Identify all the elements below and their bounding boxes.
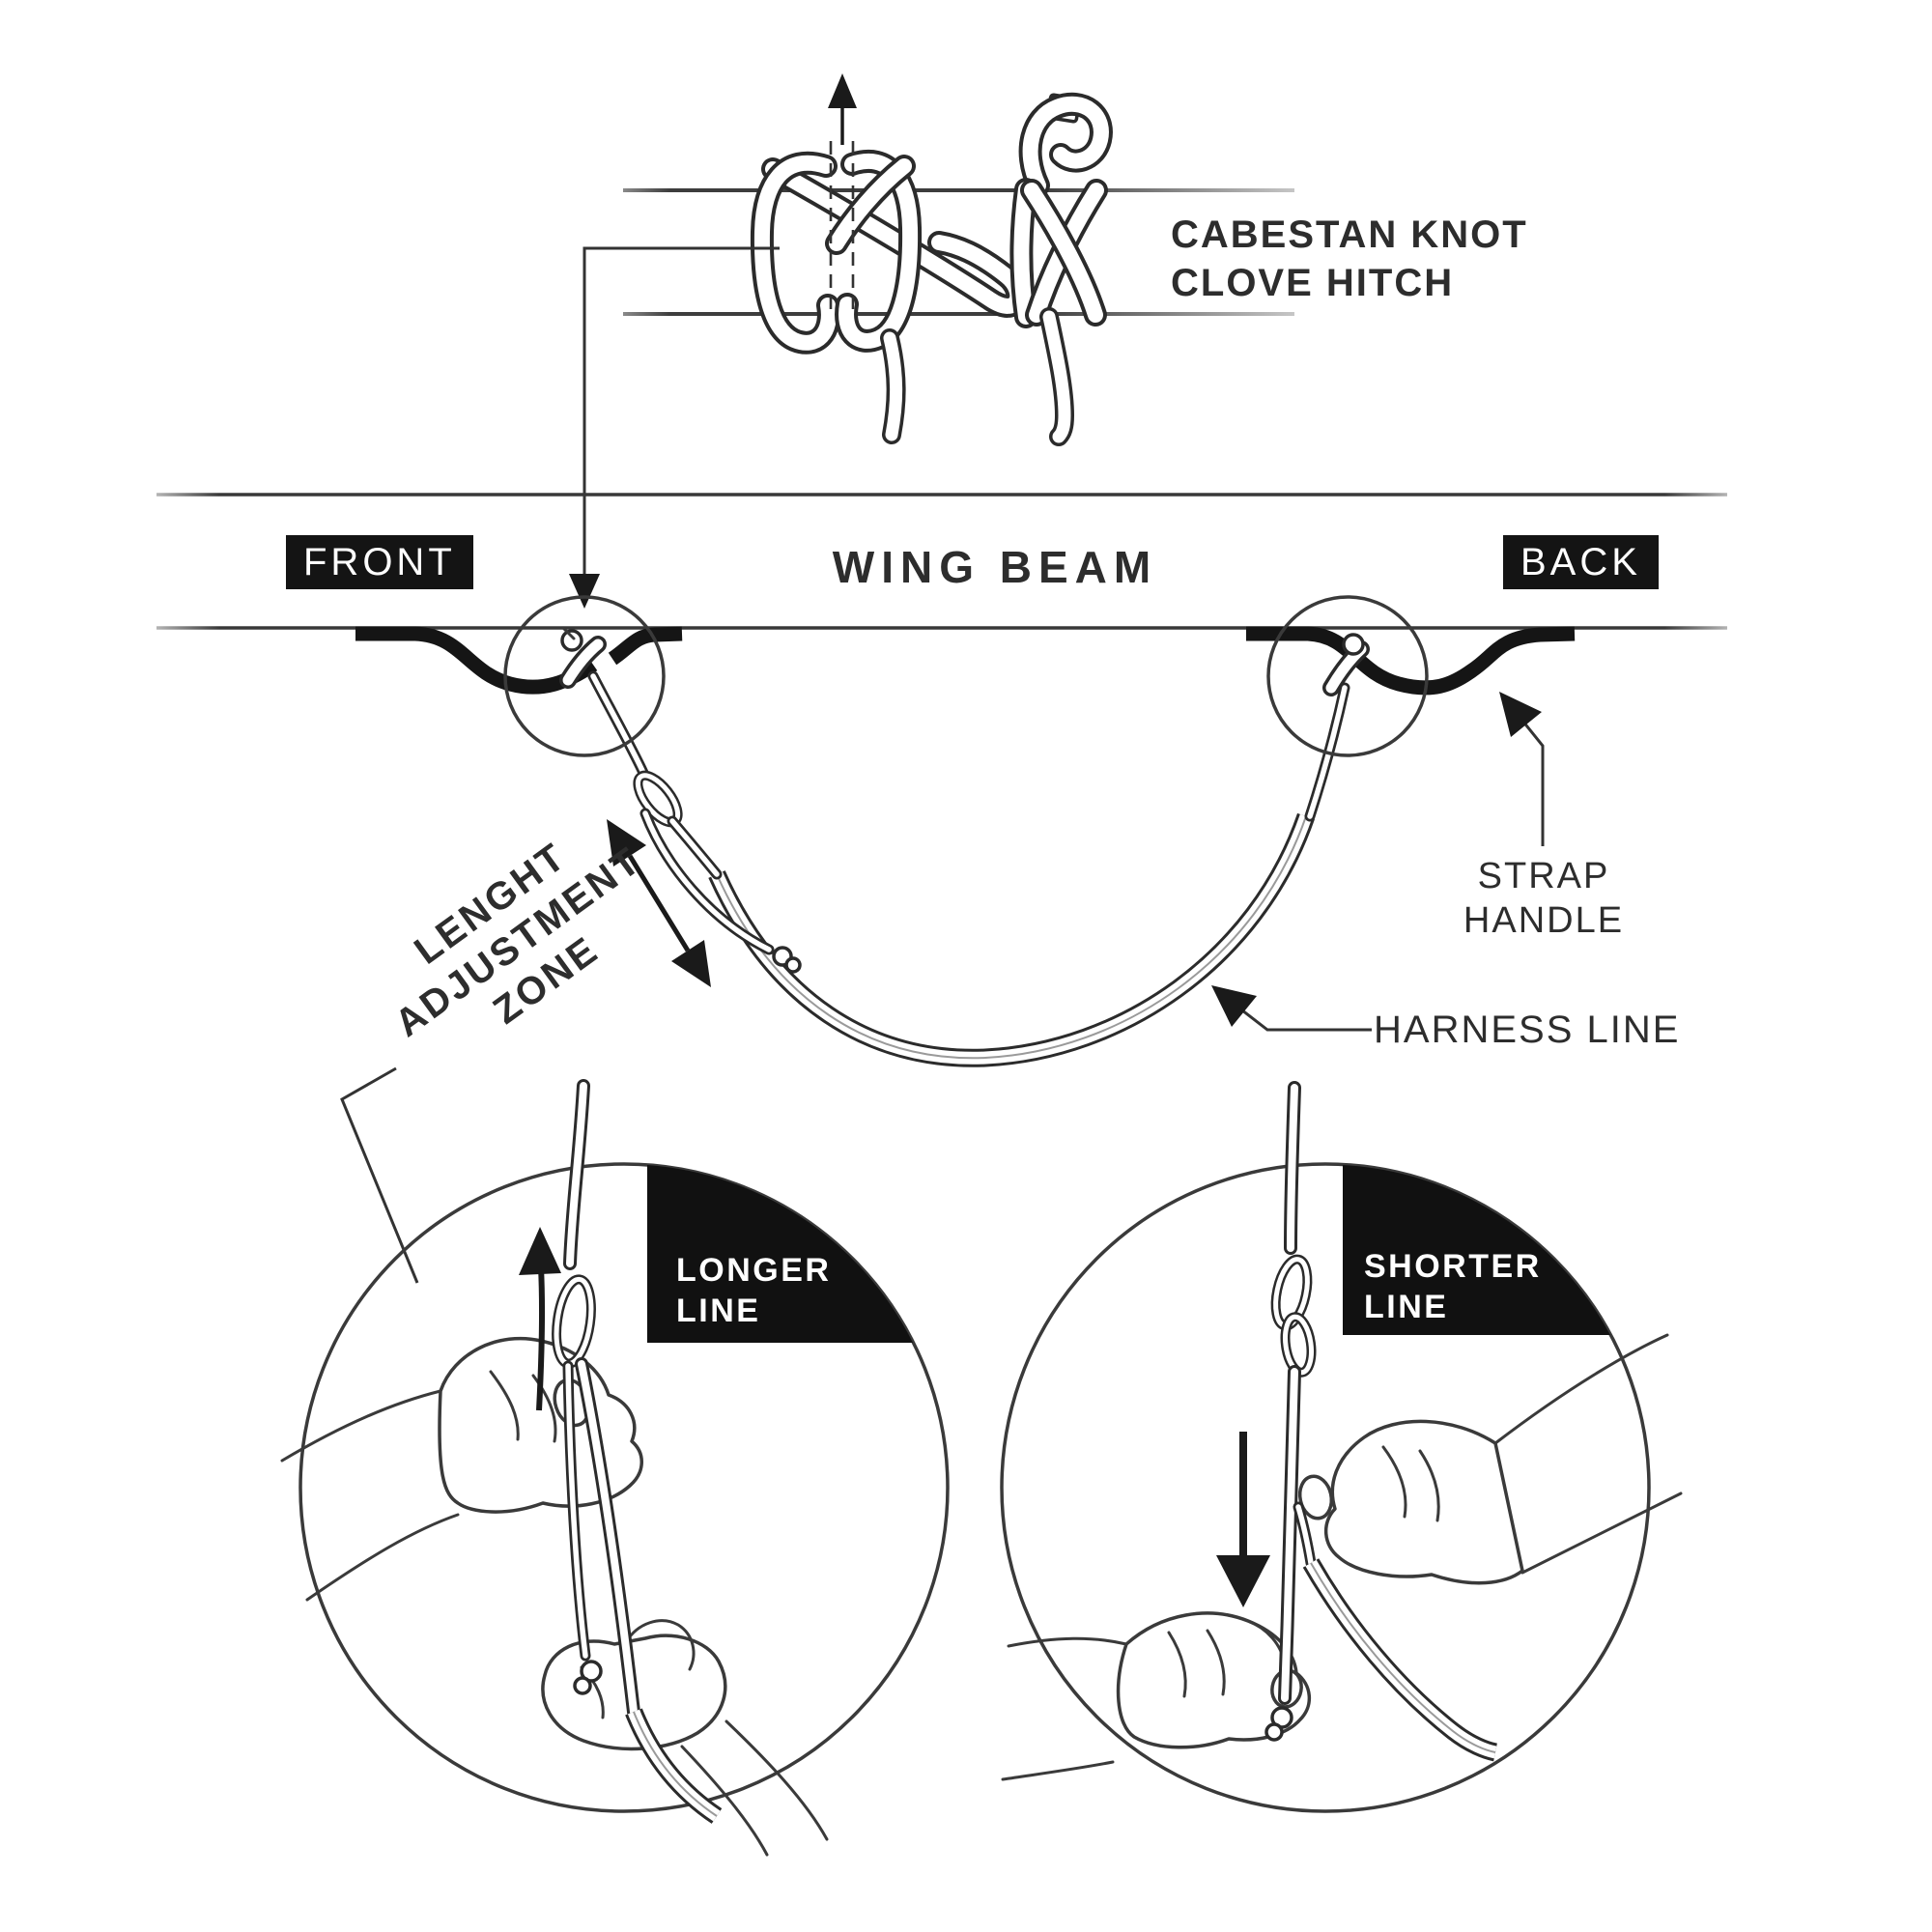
clove-hitch-finished (1009, 92, 1113, 446)
knot-note-label: CABESTAN KNOT CLOVE HITCH (1171, 211, 1528, 307)
shorter-line-label: SHORTER LINE (1364, 1246, 1542, 1327)
knot-tutorial (569, 73, 1294, 609)
longer-line-line1: LONGER (676, 1252, 832, 1289)
front-attachment-knot (559, 626, 607, 689)
pointer-down-arrow-icon (569, 574, 600, 609)
longer-line-wedge (647, 1165, 913, 1343)
pull-up-arrow-icon (828, 73, 857, 145)
shorter-line-wedge (1343, 1165, 1610, 1335)
lower-hand-gripping (1001, 1611, 1311, 1781)
double-adjust-arrow-icon (607, 819, 711, 987)
back-strap-handle (1246, 626, 1576, 696)
back-attachment-knot (1322, 633, 1370, 696)
upper-hand-pinching (1297, 1333, 1683, 1585)
strap-handle-line2: HANDLE (1463, 900, 1625, 941)
front-tag: FRONT (286, 535, 473, 589)
shorter-line-line1: SHORTER (1364, 1248, 1542, 1285)
longer-line-label: LONGER LINE (676, 1250, 831, 1331)
knot-note-line1: CABESTAN KNOT (1171, 213, 1528, 256)
front-strap-handle (355, 626, 683, 695)
shorten-down-arrow-icon (1216, 1432, 1270, 1607)
strap-handle-arrow-icon (1499, 692, 1545, 846)
longer-line-inset (280, 1079, 950, 1857)
back-knot-circle (1266, 595, 1429, 757)
wing-beam-title: WING BEAM (832, 542, 1158, 592)
shorter-line-line2: LINE (1364, 1289, 1449, 1325)
lengthen-up-arrow-icon (519, 1227, 561, 1411)
harness-line-label: HARNESS LINE (1374, 1009, 1681, 1051)
longer-line-line2: LINE (676, 1293, 761, 1329)
wing-beam-group (156, 493, 1727, 1284)
knot-note-line2: CLOVE HITCH (1171, 262, 1455, 304)
zone-to-inset-leader (340, 1066, 419, 1284)
shorter-line-inset (1000, 1081, 1683, 1813)
harness-line-arrow-icon (1211, 985, 1372, 1032)
knot-location-leader (569, 246, 780, 609)
front-knot-circle (503, 595, 666, 757)
back-tag: BACK (1503, 535, 1659, 589)
shorter-inset-rope (1264, 1081, 1498, 1762)
strap-handle-line1: STRAP (1477, 856, 1610, 896)
longer-inset-rope (552, 1079, 723, 1824)
clove-hitch-step1 (750, 149, 1030, 444)
